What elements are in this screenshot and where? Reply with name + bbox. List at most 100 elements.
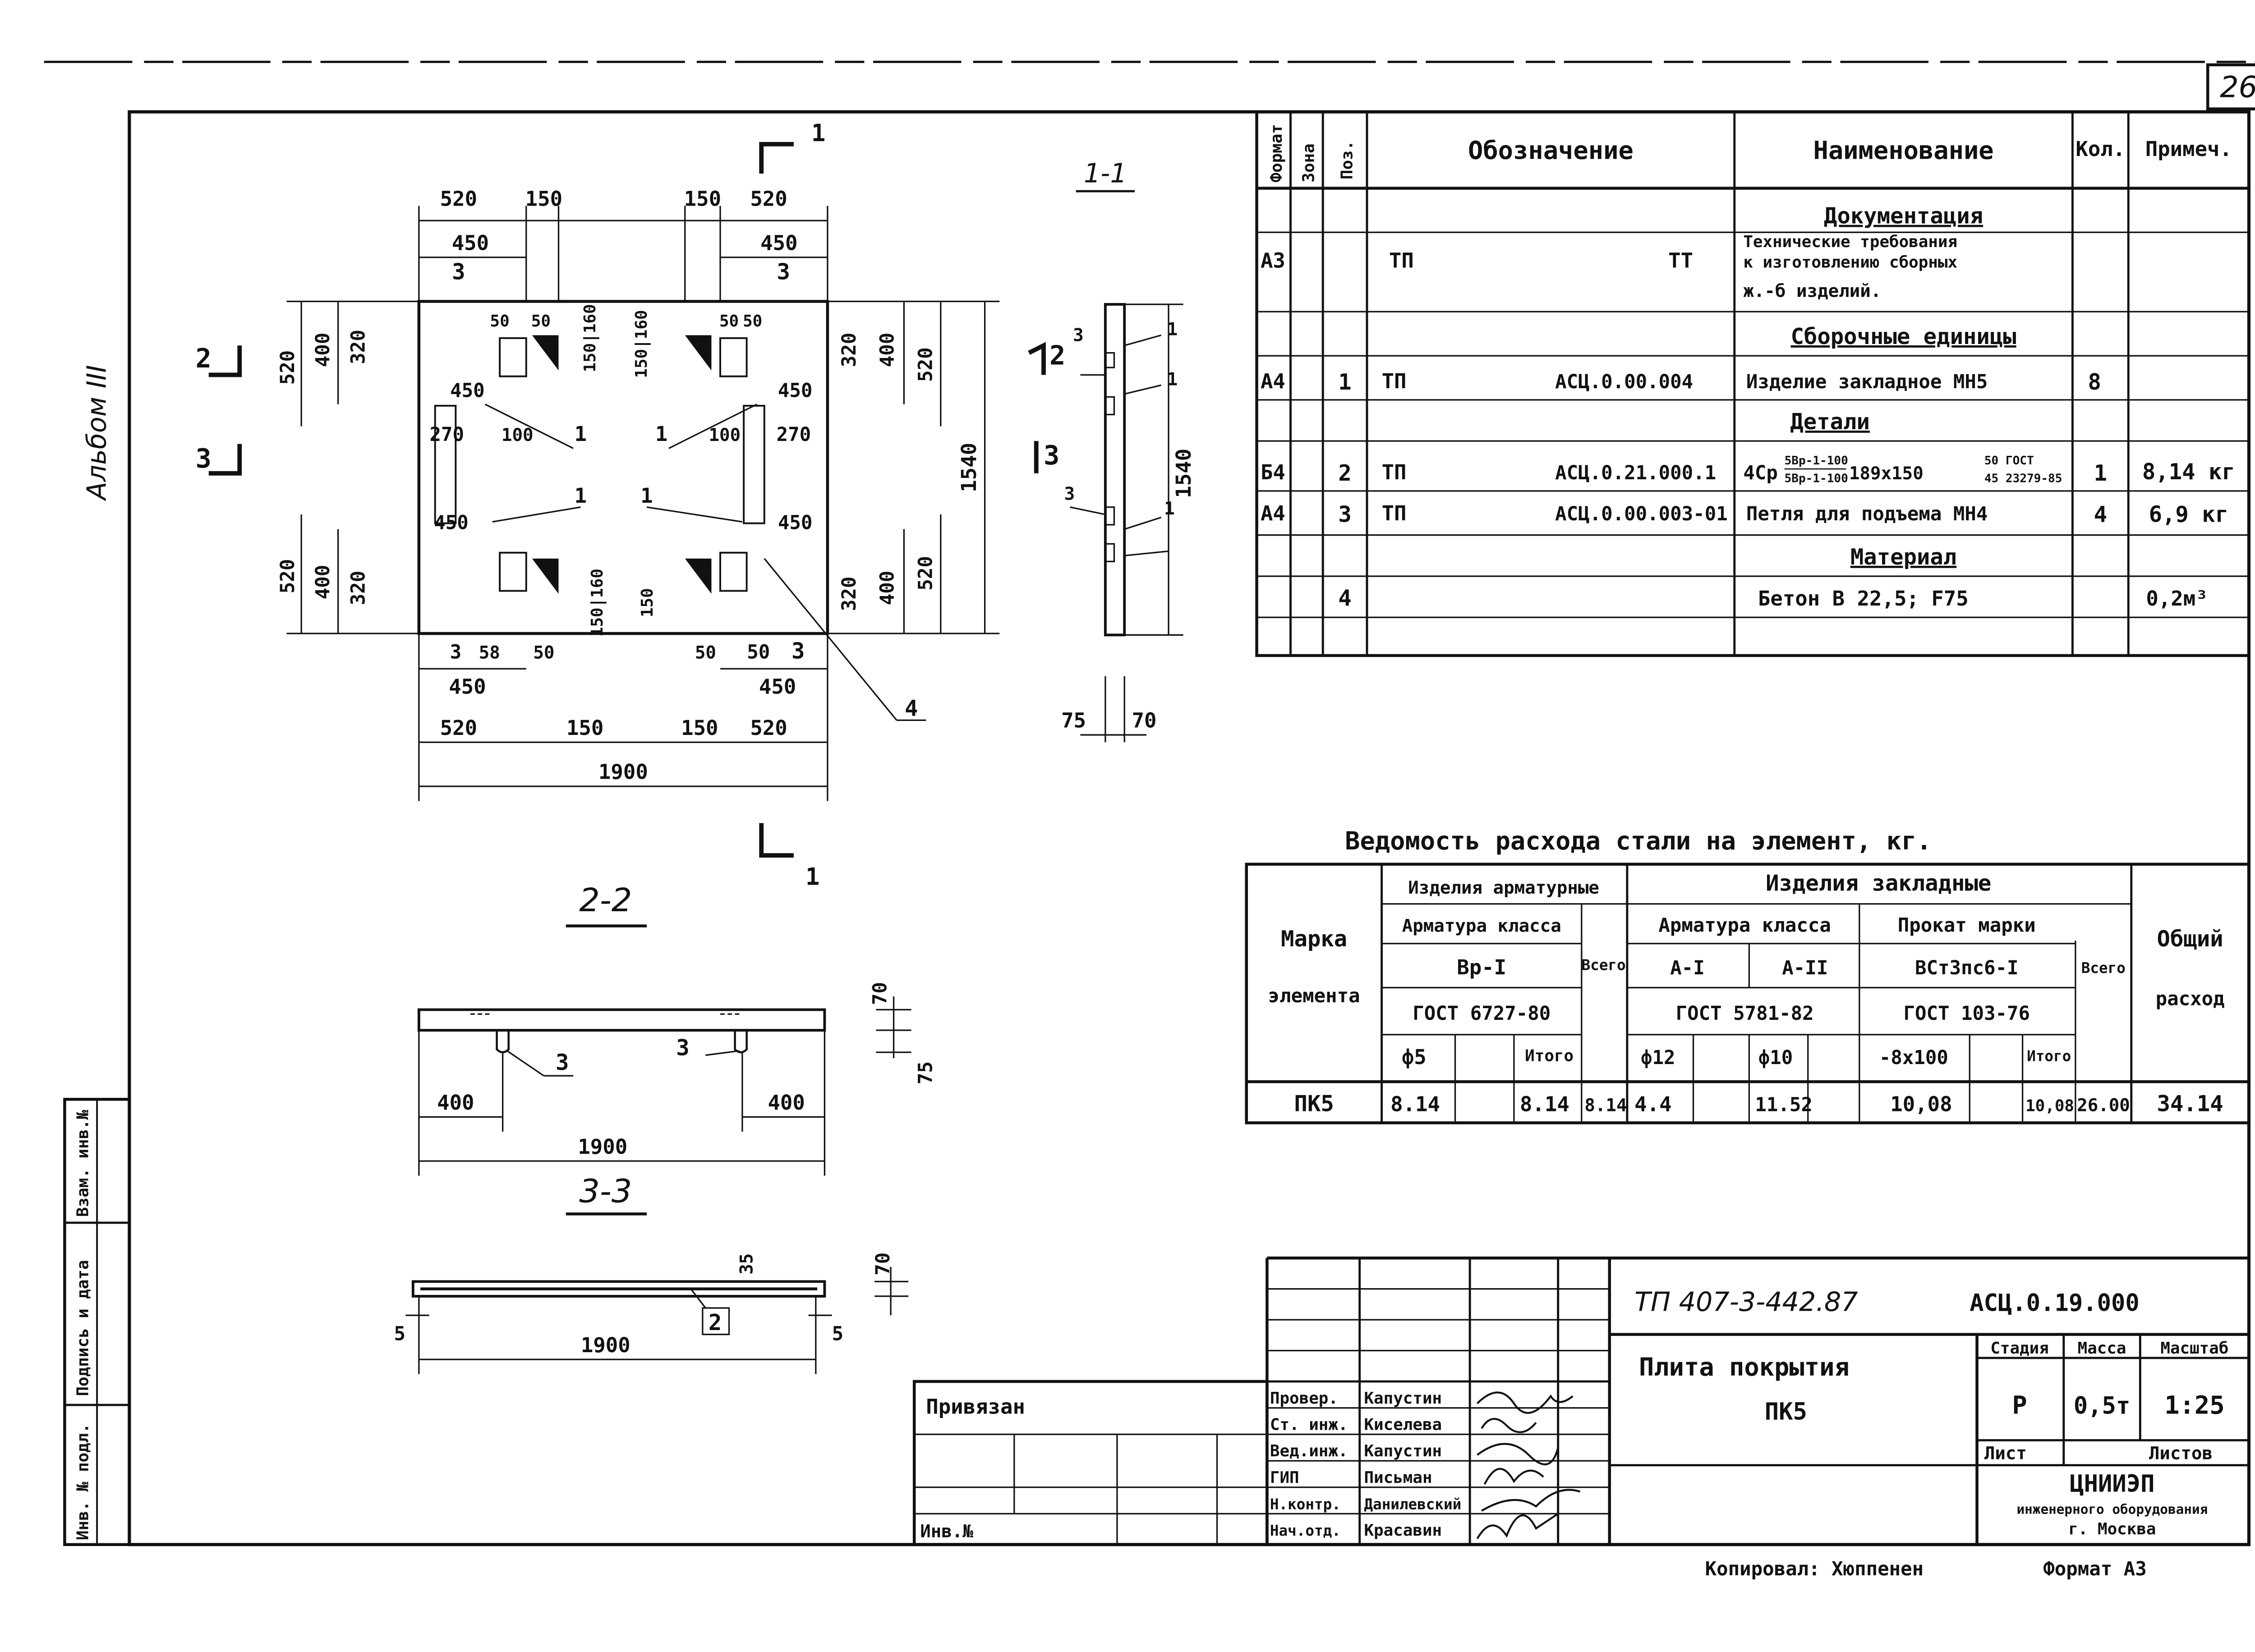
- spec-designation-docs: ТП: [1389, 249, 1414, 273]
- tb-inv: Инв.№: [920, 1521, 973, 1542]
- steel-phi5: 8.14: [1390, 1092, 1440, 1116]
- tb-name-1: Киселева: [1364, 1416, 1442, 1434]
- side-pos-1-b: 1: [1167, 369, 1178, 390]
- section-3-3: 3-3 2 5 5 1900 35 70: [394, 1172, 909, 1374]
- tb-mass: 0,5т: [2074, 1393, 2131, 1420]
- steel-h-rolled: Прокат марки: [1898, 914, 2036, 936]
- spec-h-name: Наименование: [1813, 136, 1993, 165]
- spec-h-designation: Обозначение: [1468, 136, 1634, 165]
- dim-270-right: 270: [777, 423, 811, 445]
- spec-pos-4: 4: [1338, 585, 1351, 611]
- side-dim-75: 75: [1061, 709, 1086, 733]
- steel-itogo2: 10,08: [2025, 1097, 2074, 1115]
- tb-name-2: ПК5: [1765, 1399, 1807, 1426]
- dim-520-bot-left: 520: [440, 716, 477, 740]
- spec-name-docs-1: Технические требования: [1743, 233, 1957, 251]
- dim-1540-plan: 1540: [957, 443, 981, 492]
- spec-section-materials: Материал: [1850, 544, 1956, 570]
- spec-section-docs: Документация: [1824, 203, 1983, 229]
- cut-3-left: 3: [195, 443, 211, 474]
- sec22-dim-70: 70: [869, 982, 891, 1005]
- spec-designation-2: ТП: [1382, 460, 1407, 484]
- sec22-pos-3-a: 3: [556, 1050, 569, 1075]
- cut-2-left: 2: [195, 343, 211, 374]
- spec-name-2-size: 189x150: [1849, 463, 1924, 484]
- tb-role-1: Ст. инж.: [1270, 1416, 1348, 1434]
- steel-h-emb-rebar: Арматура класса: [1658, 914, 1831, 936]
- tb-role-row: Н.контр. Данилевский: [1270, 1496, 1461, 1513]
- side-pos-1-c: 1: [1164, 499, 1175, 519]
- dim-150-top-left: 150: [525, 187, 562, 211]
- steel-h-total-2: расход: [2156, 988, 2225, 1010]
- embedded-plate: [685, 551, 748, 594]
- tb-role-row: Ст. инж. Киселева: [1270, 1416, 1442, 1434]
- dim-58: 58: [479, 642, 500, 663]
- dim-150-bot-left: 150: [566, 716, 603, 740]
- spec-section-details: Детали: [1790, 409, 1870, 435]
- spec-name-4: Бетон В 22,5; F75: [1758, 587, 1969, 610]
- section-3-3-title: 3-3: [579, 1172, 632, 1210]
- side-dim-70: 70: [1132, 709, 1157, 733]
- dim-320-vr-top: 320: [838, 333, 860, 367]
- side-pos-3-top: 3: [1073, 325, 1084, 345]
- dim-50-g: 50: [747, 641, 770, 663]
- steel-title: Ведомость расхода стали на элемент, кг.: [1345, 827, 1932, 856]
- steel-phi10: 11.52: [1755, 1093, 1813, 1115]
- specification-table: Формат Зона Поз. Обозначение Наименовани…: [1255, 110, 2250, 657]
- steel-h-rebar-class: Арматура класса: [1402, 916, 1561, 936]
- spec-h-qty: Кол.: [2076, 137, 2125, 161]
- spec-h-note: Примеч.: [2145, 137, 2232, 161]
- dim-400-vl-bot: 400: [312, 565, 334, 600]
- dim-450-top-right: 450: [760, 231, 797, 255]
- sec33-pos-2: 2: [709, 1310, 722, 1335]
- spec-row-2: Б4 2 ТП АСЦ.0.21.000.1 4Ср 5Вр-1-100 5Вр…: [1261, 454, 2235, 486]
- spec-pos-1: 1: [1338, 369, 1351, 395]
- dim-520-vr-top: 520: [914, 347, 936, 382]
- signatures: [1476, 1391, 1581, 1539]
- left-stamp: Инв. № подл. Подпись и дата Взам. инв.№: [63, 1097, 131, 1546]
- section-1-1-title: 1-1: [1084, 158, 1127, 188]
- spec-qty-1: 8: [2088, 369, 2101, 395]
- dim-100-right: 100: [709, 425, 741, 445]
- sec22-dim-1900: 1900: [578, 1135, 627, 1159]
- dim-150-160-bl: 150|160: [588, 569, 607, 637]
- tb-name-1: Плита покрытия: [1639, 1353, 1850, 1382]
- steel-h-class-bp: Вр-I: [1457, 955, 1506, 979]
- steel-h-strip: -8x100: [1879, 1046, 1948, 1069]
- spec-row-1: А4 1 ТП АСЦ.0.00.004 Изделие закладное М…: [1261, 369, 2101, 395]
- cut-2-right: 2: [1049, 340, 1065, 371]
- embedded-plate: [499, 551, 559, 594]
- tb-scale: 1:25: [2164, 1391, 2224, 1420]
- spec-name-2-gost-bot: 45 23279-85: [1984, 472, 2062, 485]
- spec-name-1: Изделие закладное МН5: [1746, 371, 1988, 393]
- tb-h-stage: Стадия: [1990, 1339, 2048, 1358]
- spec-code-2: АСЦ.0.21.000.1: [1555, 462, 1716, 484]
- sec22-pos-3-b: 3: [676, 1035, 689, 1060]
- tb-role-0: Провер.: [1270, 1389, 1338, 1408]
- pos-3-br: 3: [792, 638, 805, 664]
- steel-h-gost1: ГОСТ 6727-80: [1413, 1002, 1551, 1024]
- pos-1-b: 1: [655, 422, 667, 446]
- steel-h-phi12: ф12: [1641, 1046, 1675, 1069]
- side-pos-3-bot: 3: [1064, 484, 1075, 504]
- dim-50-c: 50: [719, 312, 739, 330]
- tb-org-2: инженерного оборудования: [2016, 1501, 2208, 1517]
- steel-table: Ведомость расхода стали на элемент, кг. …: [1245, 827, 2250, 1124]
- dim-400-vr-bot: 400: [876, 571, 898, 606]
- stamp-inv: Инв. № подл.: [74, 1423, 92, 1540]
- dim-450-lower-right: 450: [778, 512, 813, 534]
- dim-520-vl-bot: 520: [276, 559, 299, 594]
- dim-320-vl-bot: 320: [347, 571, 369, 606]
- spec-designation-3: ТП: [1382, 501, 1407, 525]
- spec-pos-2: 2: [1338, 460, 1351, 486]
- steel-itogo1: 8.14: [1520, 1092, 1569, 1116]
- steel-h-vsego: Всего: [1582, 956, 1626, 973]
- steel-vsego2: 26.00: [2077, 1095, 2130, 1115]
- dim-1900-plan: 1900: [598, 760, 648, 784]
- pos-1-a: 1: [575, 422, 587, 446]
- cut-mark-top: 1: [811, 120, 825, 147]
- steel-total: 34.14: [2157, 1091, 2223, 1116]
- steel-h-itogo: Итого: [1525, 1046, 1574, 1065]
- tb-name-5: Красавин: [1364, 1521, 1442, 1540]
- tb-h-mass: Масса: [2078, 1339, 2126, 1358]
